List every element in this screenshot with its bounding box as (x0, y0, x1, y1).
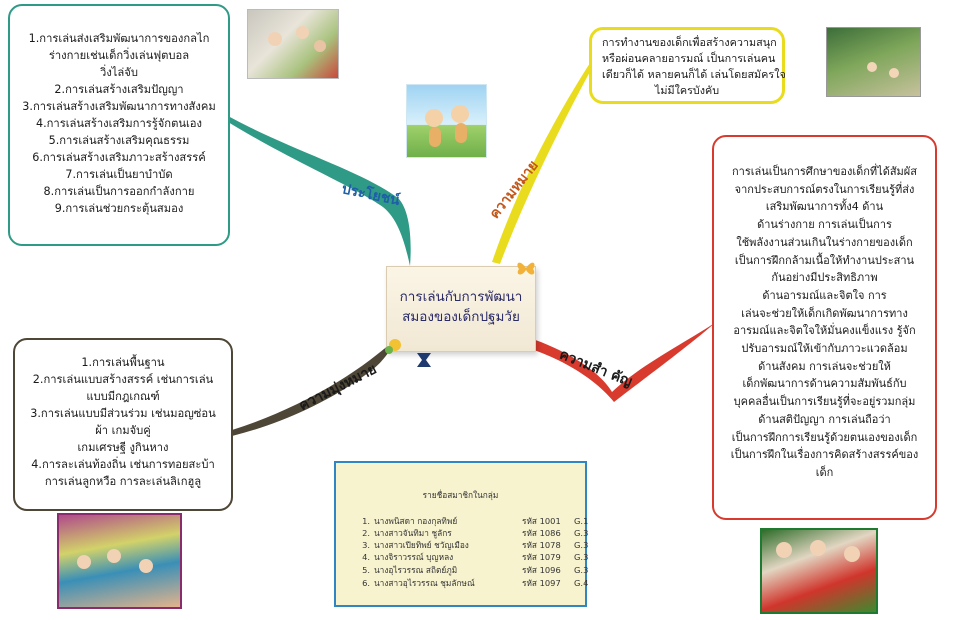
importance-line: เด็กพัฒนาการด้านความสัมพันธ์กับ (742, 377, 907, 391)
purpose-line: ผ้า เกมจับคู่ (95, 424, 151, 437)
member-group: G.4 (574, 578, 589, 588)
importance-line: ด้านอารมณ์และจิตใจ การ (762, 288, 887, 302)
benefit-line: 8.การเล่นเป็นการออกกำลังกาย (43, 185, 195, 198)
member-row: 3. นางสาวเปียทิพย์ ชวัญเมือง รหัส 1078 G.3 (358, 538, 588, 552)
importance-line: กันอย่างมีประสิทธิภาพ (771, 271, 878, 285)
member-group: G.3 (574, 552, 589, 562)
importance-line: เป็นการฝึกในเรื่องการคิดสร้างสรรค์ของ (730, 448, 919, 462)
importance-line: จากประสบการณ์ตรงในการเรียนรู้ที่ส่ง (734, 182, 915, 196)
cartoon-kids-illustration (406, 84, 487, 158)
member-code: รหัส 1001 (522, 516, 561, 526)
member-code: รหัส 1097 (522, 578, 561, 588)
member-code: รหัส 1078 (522, 540, 561, 550)
purpose-box: 1.การเล่นพื้นฐาน 2.การเล่นแบบสร้างสรรค์ … (13, 338, 233, 511)
branch-benefit-line (228, 116, 411, 266)
importance-line: บุคคลอื่นเป็นการเรียนรู้ที่จะอยู่รวมกลุ่… (733, 395, 916, 409)
member-code: รหัส 1096 (522, 565, 561, 575)
benefit-box: 1.การเล่นส่งเสริมพัฒนาการของกลไก ร่างกาย… (8, 4, 230, 246)
member-code: รหัส 1079 (522, 552, 561, 562)
member-name: นางพนิสดา กองกุลทิพย์ (374, 516, 458, 526)
member-row: 5. นางอุไรวรรณ สถิตย์ภูมิ รหัส 1096 G.3 (358, 563, 588, 577)
group-game-photo (57, 513, 182, 609)
member-number: 2. (362, 528, 370, 538)
importance-box: การเล่นเป็นการศึกษาของเด็กที่ได้สัมผัส จ… (712, 135, 937, 520)
benefit-line: วิ่งไล่จับ (100, 66, 138, 79)
purpose-line: แบบมีกฎเกณฑ์ (86, 390, 160, 403)
outdoor-play-photo (826, 27, 921, 97)
benefit-line: 1.การเล่นส่งเสริมพัฒนาการของกลไก (28, 32, 210, 45)
member-name: นางอุไรวรรณ สถิตย์ภูมิ (374, 565, 458, 575)
member-name: นางสาวอุไรวรรณ ชุมลักษณ์ (374, 578, 475, 588)
member-list-title: รายชื่อสมาชิกในกลุ่ม (422, 490, 499, 500)
pin-icon (417, 353, 431, 367)
benefit-line: 9.การเล่นช่วยกระตุ้นสมอง (54, 202, 184, 215)
benefit-line: 5.การเล่นสร้างเสริมคุณธรรม (48, 134, 190, 147)
importance-line: เด็ก (815, 465, 834, 479)
member-group: G.1 (574, 516, 589, 526)
importance-line: ปรับอารมณ์ให้เข้ากับภาวะแวดล้อม (741, 342, 908, 356)
flower-icon (385, 339, 401, 354)
importance-line: เสริมพัฒนาการทั้ง4 ด้าน (765, 200, 884, 214)
member-number: 4. (362, 552, 370, 562)
purpose-line: เกมเศรษฐี งูกินหาง (77, 441, 169, 454)
member-group: G.3 (574, 528, 589, 538)
benefit-line: 6.การเล่นสร้างเสริมภาวะสร้างสรรค์ (32, 151, 206, 164)
branch-importance-line (528, 322, 716, 402)
member-row: 6. นางสาวอุไรวรรณ ชุมลักษณ์ รหัส 1097 G.4 (358, 576, 588, 590)
butterfly-icon (517, 262, 535, 275)
member-number: 1. (362, 516, 370, 526)
branch-purpose-line (232, 338, 396, 436)
benefit-line: 2.การเล่นสร้างเสริมปัญญา (54, 83, 184, 96)
children-playing-photo (247, 9, 339, 79)
importance-line: อารมณ์และจิตใจให้มั่นคงแข็งแรง รู้จัก (733, 324, 916, 338)
importance-line: เป็นการฝึกกล้ามเนื้อให้ทำงานประสาน (734, 253, 915, 267)
member-row: 1. นางพนิสดา กองกุลทิพย์ รหัส 1001 G.1 (358, 514, 588, 528)
member-number: 6. (362, 578, 370, 588)
member-name: นางจิราวรรณ์ บุญหลง (374, 552, 454, 562)
importance-line: ด้านสติปัญญา การเล่นถือว่า (758, 412, 891, 426)
classroom-activity-photo (760, 528, 878, 614)
member-number: 3. (362, 540, 370, 550)
meaning-box: การทำงานของเด็กเพื่อสร้างความสนุก หรือผ่… (589, 27, 786, 104)
member-group: G.3 (574, 565, 589, 575)
importance-line: ด้านร่างกาย การเล่นเป็นการ (757, 218, 892, 232)
member-name: นางสาวจันทิมา ชูลักร (374, 528, 452, 538)
purpose-line: 4.การละเล่นท้องถิ่น เช่นการทอยสะบ้า (31, 458, 215, 471)
benefit-line: 7.การเล่นเป็นยาบำบัด (65, 168, 173, 181)
member-name: นางสาวเปียทิพย์ ชวัญเมือง (374, 540, 469, 550)
meaning-line: การทำงานของเด็กเพื่อสร้างความสนุก (602, 36, 777, 49)
importance-line: การเล่นเป็นการศึกษาของเด็กที่ได้สัมผัส (732, 165, 917, 178)
benefit-line: ร่างกายเช่นเด็กวิ่งเล่นฟุตบอล (48, 49, 190, 62)
member-number: 5. (362, 565, 370, 575)
benefit-line: 3.การเล่นสร้างเสริมพัฒนาการทางสังคม (22, 100, 216, 113)
member-group: G.3 (574, 540, 589, 550)
importance-line: ใช้พลังงานส่วนเกินในร่างกายของเด็ก (736, 235, 913, 249)
importance-line: เป็นการฝึกการเรียนรู้ด้วยตนเองของเด็ก (731, 430, 918, 444)
purpose-line: การเล่นลูกหวือ การละเล่นลิเกฮูลู (44, 475, 202, 488)
purpose-line: 2.การเล่นแบบสร้างสรรค์ เช่นการเล่น (32, 373, 214, 386)
purpose-line: 3.การเล่นแบบมีส่วนร่วม เช่นมอญซ่อน (30, 407, 216, 420)
central-topic-line: สมองของเด็กปฐมวัย (402, 309, 520, 325)
member-list: รายชื่อสมาชิกในกลุ่ม 1. นางพนิสดา กองกุลท… (334, 461, 588, 607)
central-topic: การเล่นกับการพัฒนา สมองของเด็กปฐมวัย (386, 266, 536, 352)
meaning-line: ไม่มีใครบังคับ (654, 84, 720, 97)
benefit-line: 4.การเล่นสร้างเสริมการรู้จักตนเอง (35, 117, 202, 130)
member-row: 2. นางสาวจันทิมา ชูลักร รหัส 1086 G.3 (358, 526, 588, 540)
meaning-line: เดียวก็ได้ หลายคนก็ได้ เล่นโดยสมัครใจ (602, 68, 786, 81)
branch-meaning-line (492, 63, 592, 264)
importance-line: ด้านสังคม การเล่นจะช่วยให้ (758, 359, 891, 373)
purpose-line: 1.การเล่นพื้นฐาน (81, 356, 165, 369)
member-row: 4. นางจิราวรรณ์ บุญหลง รหัส 1079 G.3 (358, 550, 588, 564)
importance-line: เล่นจะช่วยให้เด็กเกิดพัฒนาการทาง (741, 306, 908, 320)
meaning-line: หรือผ่อนคลายอารมณ์ เป็นการเล่นคน (602, 52, 776, 65)
central-topic-line: การเล่นกับการพัฒนา (399, 289, 523, 305)
member-code: รหัส 1086 (522, 528, 561, 538)
